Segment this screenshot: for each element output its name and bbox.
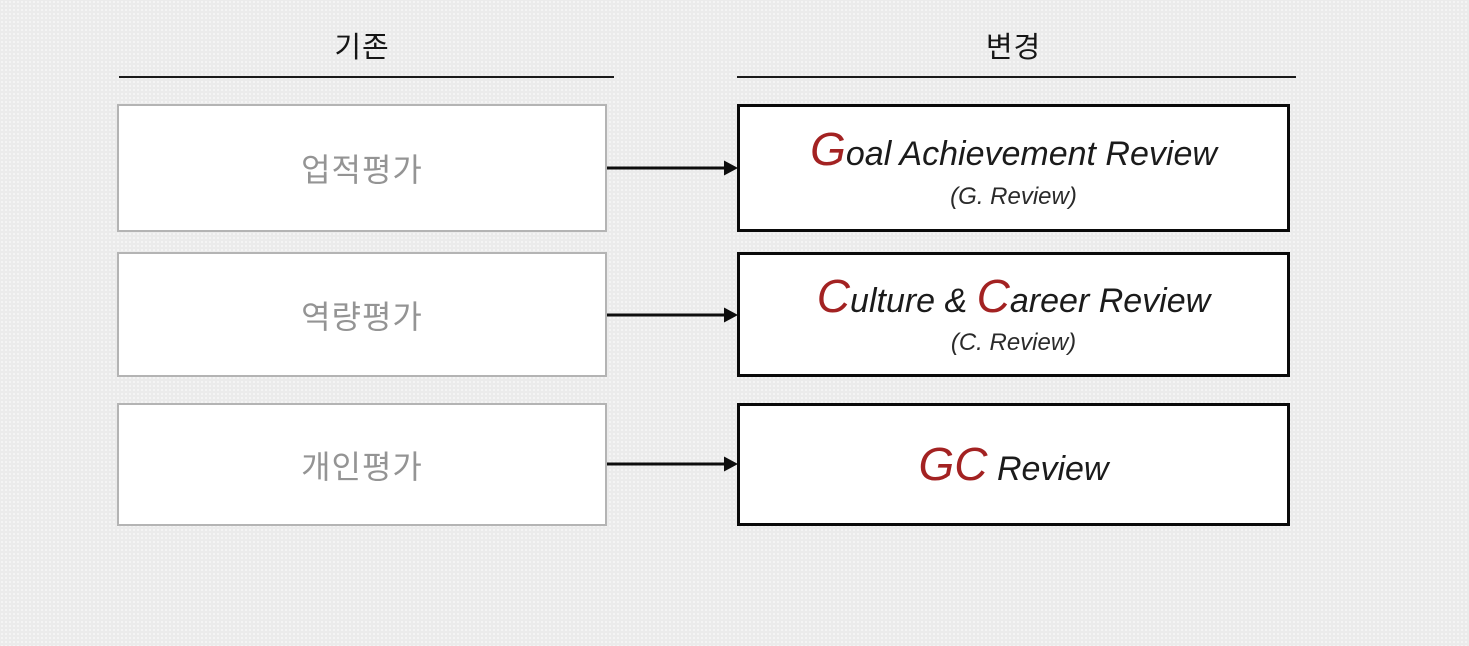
new-box-goal-achievement-review: Goal Achievement Review (G. Review)	[737, 104, 1290, 232]
header-underline-new	[737, 76, 1296, 78]
new-box-title: GC Review	[918, 438, 1109, 491]
accent-letter: C	[816, 269, 851, 322]
accent-letter: GC	[918, 438, 988, 491]
column-header-new: 변경	[985, 32, 1042, 64]
column-header-old: 기존	[334, 32, 390, 64]
old-box-competency-evaluation: 역량평가	[117, 252, 607, 377]
arrow-connector-3	[607, 455, 738, 473]
new-box-subtitle: (G. Review)	[950, 182, 1077, 210]
arrow-connector-1	[607, 159, 738, 177]
new-box-subtitle: (C. Review)	[950, 329, 1077, 357]
old-box-label: 역량평가	[301, 298, 423, 335]
header-underline-old	[119, 76, 614, 78]
new-box-title: Culture & Career Review	[816, 269, 1211, 322]
new-box-gc-review: GC Review	[737, 403, 1290, 526]
arrow-connector-2	[607, 306, 738, 324]
old-box-label: 업적평가	[301, 152, 423, 188]
accent-letter: G	[810, 123, 846, 176]
old-box-label: 개인평가	[301, 448, 423, 485]
old-box-individual-evaluation: 개인평가	[117, 403, 607, 526]
arrow-right-icon	[607, 160, 738, 176]
new-box-title: Goal Achievement Review	[810, 123, 1217, 176]
arrow-right-icon	[607, 307, 738, 323]
old-box-performance-evaluation: 업적평가	[117, 104, 607, 232]
accent-letter: C	[976, 269, 1010, 322]
new-box-culture-career-review: Culture & Career Review (C. Review)	[737, 252, 1290, 377]
arrow-right-icon	[607, 456, 738, 472]
